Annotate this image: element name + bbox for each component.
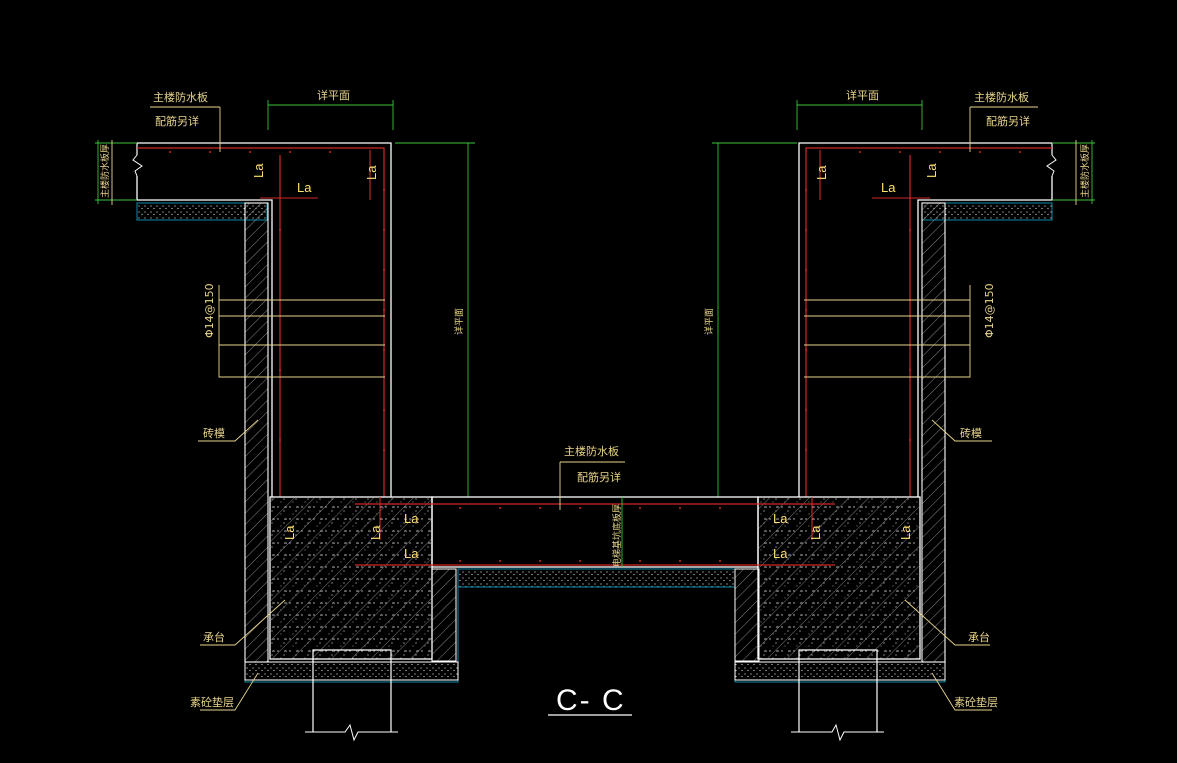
- label-main-slab-center-1: 主楼防水板: [564, 444, 619, 458]
- label-la-7: La: [282, 525, 297, 540]
- label-main-slab-right-2: 配筋另详: [986, 114, 1030, 128]
- label-la-8: La: [368, 525, 383, 540]
- label-cap-right: 承台: [968, 630, 990, 644]
- label-slab-thickness-right: 主楼防水板厚: [1079, 144, 1091, 198]
- label-la-5: La: [881, 180, 896, 195]
- section-title: C- C: [556, 684, 626, 717]
- label-rebar-left: Φ14@150: [203, 283, 216, 338]
- label-see-plan-left: 详平面: [317, 88, 350, 102]
- label-main-slab-center-2: 配筋另详: [577, 470, 621, 484]
- label-main-slab-left-2: 配筋另详: [155, 114, 199, 128]
- label-cushion-right: 素砼垫层: [954, 695, 998, 709]
- label-brick-right: 砖模: [960, 426, 982, 440]
- label-la-4: La: [814, 165, 829, 180]
- label-la-1: La: [251, 163, 266, 178]
- label-pit-slab-thickness: 电梯基坑底板厚: [611, 504, 623, 567]
- label-see-plan-vertical-left: 详平面: [453, 308, 465, 335]
- label-see-plan-vertical-right: 详平面: [703, 308, 715, 335]
- label-cap-left: 承台: [203, 630, 225, 644]
- label-la-6: La: [924, 163, 939, 178]
- label-brick-left: 砖模: [203, 426, 225, 440]
- label-la-3: La: [364, 165, 379, 180]
- leaders: [198, 419, 992, 711]
- label-la-13: La: [808, 525, 823, 540]
- label-la-2: La: [297, 180, 312, 195]
- text-layer: 主楼防水板 配筋另详 详平面 主楼防水板厚 详平面 Φ14@150 砖模 承台 …: [99, 88, 1091, 717]
- label-see-plan-right: 详平面: [846, 88, 879, 102]
- label-la-12: La: [773, 546, 788, 561]
- label-main-slab-left-1: 主楼防水板: [153, 90, 208, 104]
- label-slab-thickness-left: 主楼防水板厚: [99, 144, 111, 198]
- label-la-9: La: [404, 511, 419, 526]
- pit-structure: [244, 461, 946, 742]
- label-rebar-right: Φ14@150: [983, 283, 996, 338]
- label-la-10: La: [404, 546, 419, 561]
- label-main-slab-right-1: 主楼防水板: [974, 90, 1029, 104]
- label-cushion-left: 素砼垫层: [190, 695, 234, 709]
- right-structure: [712, 100, 1095, 663]
- label-la-11: La: [773, 511, 788, 526]
- label-la-14: La: [898, 525, 913, 540]
- left-structure: [95, 100, 475, 663]
